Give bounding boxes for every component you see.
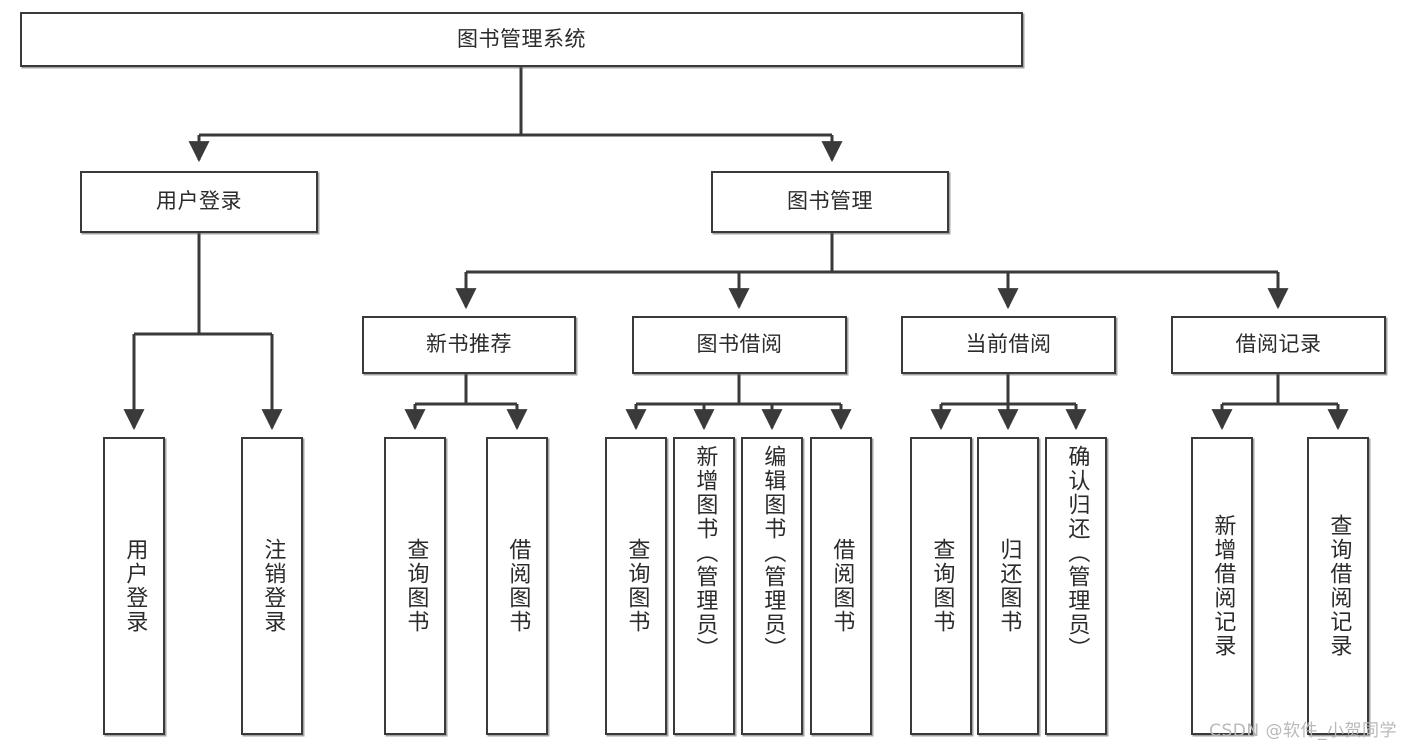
node-label: 当前借阅 [965,332,1052,357]
node-label: 新增借阅记录 [1210,514,1236,658]
node-label: 用户登录 [122,538,148,634]
node-book-borrow[interactable]: 图书借阅 [632,316,847,374]
leaf-add-borrow-record[interactable]: 新增借阅记录 [1191,437,1253,735]
node-user-login[interactable]: 用户登录 [80,171,318,233]
node-label: 确认归还（管理员） [1064,445,1090,661]
leaf-borrow-book[interactable]: 借阅图书 [810,437,872,735]
node-borrow-record[interactable]: 借阅记录 [1171,316,1386,374]
leaf-query-book-new[interactable]: 查询图书 [384,437,446,735]
leaf-confirm-return-admin[interactable]: 确认归还（管理员） [1045,437,1107,735]
leaf-borrow-book-new[interactable]: 借阅图书 [486,437,548,735]
node-label: 图书管理系统 [457,26,586,51]
watermark-text: CSDN @软件_小贺同学 [1209,721,1397,741]
node-label: 查询图书 [624,538,650,634]
leaf-add-book-admin[interactable]: 新增图书（管理员） [673,437,735,735]
leaf-user-login[interactable]: 用户登录 [103,437,165,735]
node-label: 编辑图书（管理员） [760,445,786,661]
node-label: 新书推荐 [426,332,512,357]
node-root-book-management-system[interactable]: 图书管理系统 [20,12,1023,67]
node-label: 图书管理 [787,189,873,214]
leaf-query-book-current[interactable]: 查询图书 [910,437,972,735]
node-label: 新增图书（管理员） [692,445,718,661]
leaf-logout[interactable]: 注销登录 [241,437,303,735]
leaf-query-borrow-record[interactable]: 查询借阅记录 [1307,437,1369,735]
node-label: 查询图书 [929,538,955,634]
node-current-borrow[interactable]: 当前借阅 [901,316,1116,374]
node-label: 归还图书 [996,538,1022,634]
node-book-management[interactable]: 图书管理 [711,171,949,233]
node-label: 借阅记录 [1235,332,1322,357]
leaf-query-book-borrow[interactable]: 查询图书 [605,437,667,735]
node-new-book-recommendation[interactable]: 新书推荐 [362,316,576,374]
node-label: 查询图书 [403,538,429,634]
node-label: 借阅图书 [505,538,531,634]
node-label: 借阅图书 [829,538,855,634]
leaf-edit-book-admin[interactable]: 编辑图书（管理员） [741,437,803,735]
node-label: 查询借阅记录 [1326,514,1352,658]
node-label: 图书借阅 [696,332,783,357]
leaf-return-book[interactable]: 归还图书 [977,437,1039,735]
node-label: 用户登录 [156,189,242,214]
node-label: 注销登录 [260,538,286,634]
